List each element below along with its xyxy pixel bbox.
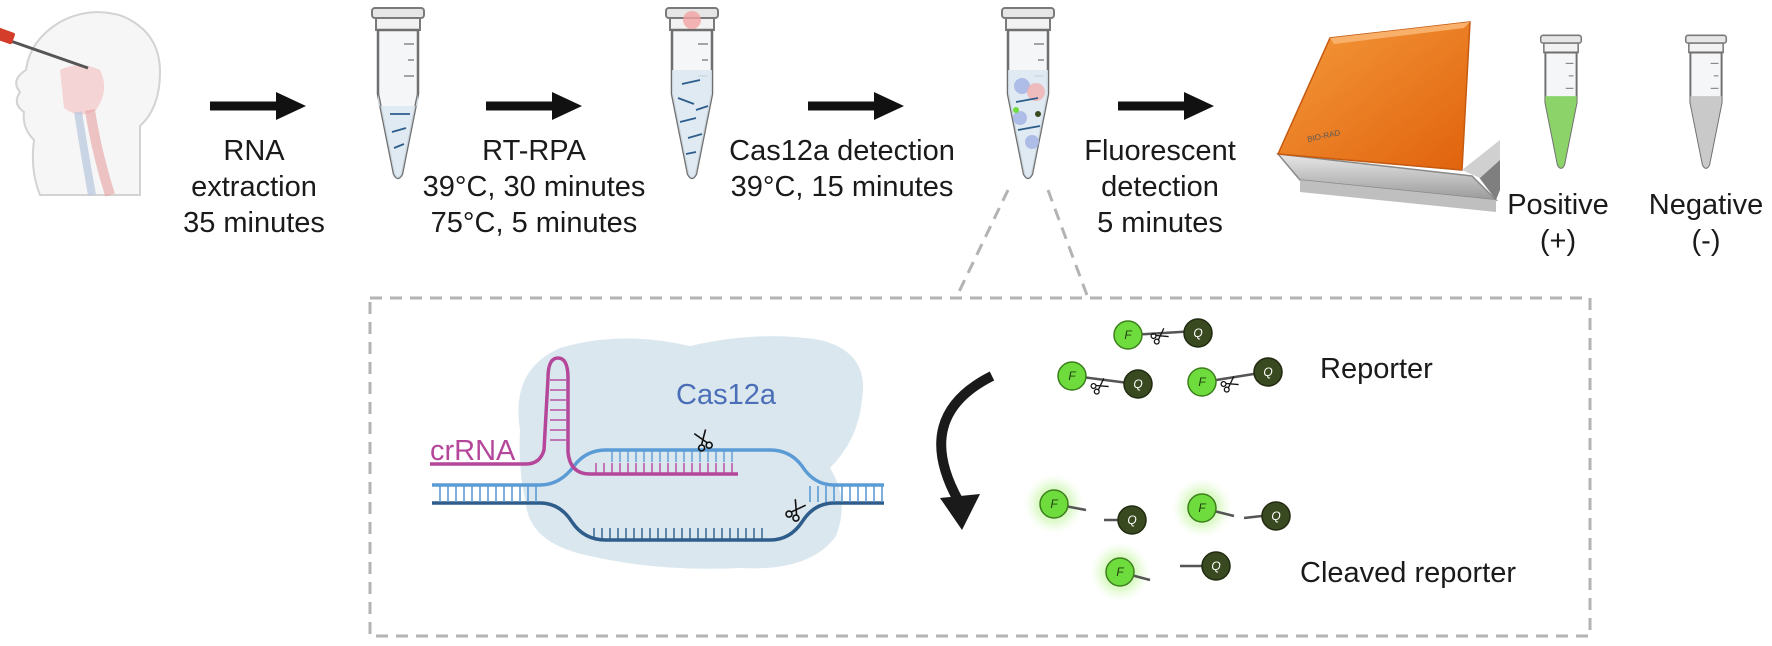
inset-box bbox=[368, 296, 1592, 638]
step-line: detection bbox=[1101, 171, 1219, 203]
tube-icon bbox=[370, 6, 426, 180]
fluorophore-letter: F bbox=[1068, 369, 1076, 383]
reporter-label: Reporter bbox=[1320, 353, 1433, 385]
cleaved-reporter: F Q bbox=[1024, 474, 1147, 535]
patient-swab-icon bbox=[0, 11, 162, 197]
result-line: (+) bbox=[1540, 225, 1576, 257]
step-label-fluorescent-detection: Fluorescent detection 5 minutes bbox=[1084, 135, 1236, 239]
crrna-strand bbox=[430, 356, 738, 476]
quencher bbox=[1123, 369, 1153, 399]
result-label-negative: Negative (-) bbox=[1649, 189, 1763, 257]
cleaved-reporter: F Q bbox=[1090, 542, 1231, 602]
cleaved-reporter: F Q bbox=[1172, 478, 1291, 538]
tube-icon bbox=[1539, 34, 1583, 169]
tube-icon bbox=[1684, 34, 1728, 169]
reporter-molecule: F Q bbox=[1057, 361, 1153, 399]
curved-arrow-icon bbox=[936, 371, 995, 530]
result-line: Negative bbox=[1649, 189, 1763, 221]
quencher-letter: Q bbox=[1127, 513, 1136, 527]
tube-icon bbox=[664, 6, 720, 180]
step-line: Fluorescent bbox=[1084, 135, 1236, 167]
fluorophore-letter: F bbox=[1050, 497, 1058, 511]
fluorophore bbox=[1105, 557, 1135, 587]
fluorophore bbox=[1187, 493, 1217, 523]
dna-top-strand bbox=[432, 448, 884, 487]
arrow-right-icon bbox=[210, 92, 306, 120]
step-line: 35 minutes bbox=[183, 207, 325, 239]
quencher bbox=[1261, 501, 1291, 531]
zoom-connector bbox=[954, 189, 1090, 299]
quencher bbox=[1201, 551, 1231, 581]
fluorophore-letter: F bbox=[1124, 328, 1132, 342]
quencher bbox=[1253, 357, 1283, 387]
arrow-right-icon bbox=[1118, 92, 1214, 120]
reporter-molecule: F Q bbox=[1113, 318, 1213, 350]
quencher-letter: Q bbox=[1263, 365, 1272, 379]
fluorophore-letter: F bbox=[1198, 375, 1206, 389]
cas12a-complex: Cas12a bbox=[430, 336, 884, 569]
cleaved-reporter-label: Cleaved reporter bbox=[1300, 557, 1516, 589]
quencher-letter: Q bbox=[1133, 377, 1142, 391]
fluorophore bbox=[1113, 320, 1143, 350]
fluorophore bbox=[1039, 489, 1069, 519]
arrow-right-icon bbox=[486, 92, 582, 120]
cas12a-protein-blob bbox=[518, 336, 864, 569]
cas12a-label: Cas12a bbox=[676, 379, 777, 411]
fluorescence-reader-icon: BIO-RAD bbox=[1276, 21, 1500, 212]
arrow-right-icon bbox=[808, 92, 904, 120]
fluorophore-letter: F bbox=[1198, 501, 1206, 515]
quencher bbox=[1117, 505, 1147, 535]
fluorophore bbox=[1057, 361, 1087, 391]
quencher bbox=[1183, 318, 1213, 348]
scissors-icon bbox=[1149, 326, 1170, 346]
step-line: RNA bbox=[223, 135, 285, 167]
step-line: 5 minutes bbox=[1097, 207, 1223, 239]
step-label-cas12a-detection: Cas12a detection 39°C, 15 minutes bbox=[729, 135, 955, 203]
tube-icon bbox=[1000, 6, 1056, 180]
quencher-letter: Q bbox=[1271, 509, 1280, 523]
step-label-rna-extraction: RNA extraction 35 minutes bbox=[183, 135, 325, 239]
step-line: RT-RPA bbox=[482, 135, 586, 167]
step-line: 75°C, 5 minutes bbox=[431, 207, 638, 239]
result-line: (-) bbox=[1692, 225, 1721, 257]
step-line: Cas12a detection bbox=[729, 135, 955, 167]
reporter-molecule: F Q bbox=[1187, 357, 1283, 397]
result-label-positive: Positive (+) bbox=[1507, 189, 1609, 257]
fluorophore bbox=[1187, 367, 1217, 397]
step-line: 39°C, 15 minutes bbox=[731, 171, 954, 203]
step-line: extraction bbox=[191, 171, 317, 203]
step-line: 39°C, 30 minutes bbox=[423, 171, 646, 203]
quencher-letter: Q bbox=[1193, 326, 1202, 340]
step-label-rt-rpa: RT-RPA 39°C, 30 minutes 75°C, 5 minutes bbox=[423, 135, 646, 239]
result-line: Positive bbox=[1507, 189, 1609, 221]
quencher-letter: Q bbox=[1211, 559, 1220, 573]
crrna-label: crRNA bbox=[430, 435, 516, 467]
dna-bottom-strand bbox=[432, 501, 884, 542]
fluorophore-letter: F bbox=[1116, 565, 1124, 579]
